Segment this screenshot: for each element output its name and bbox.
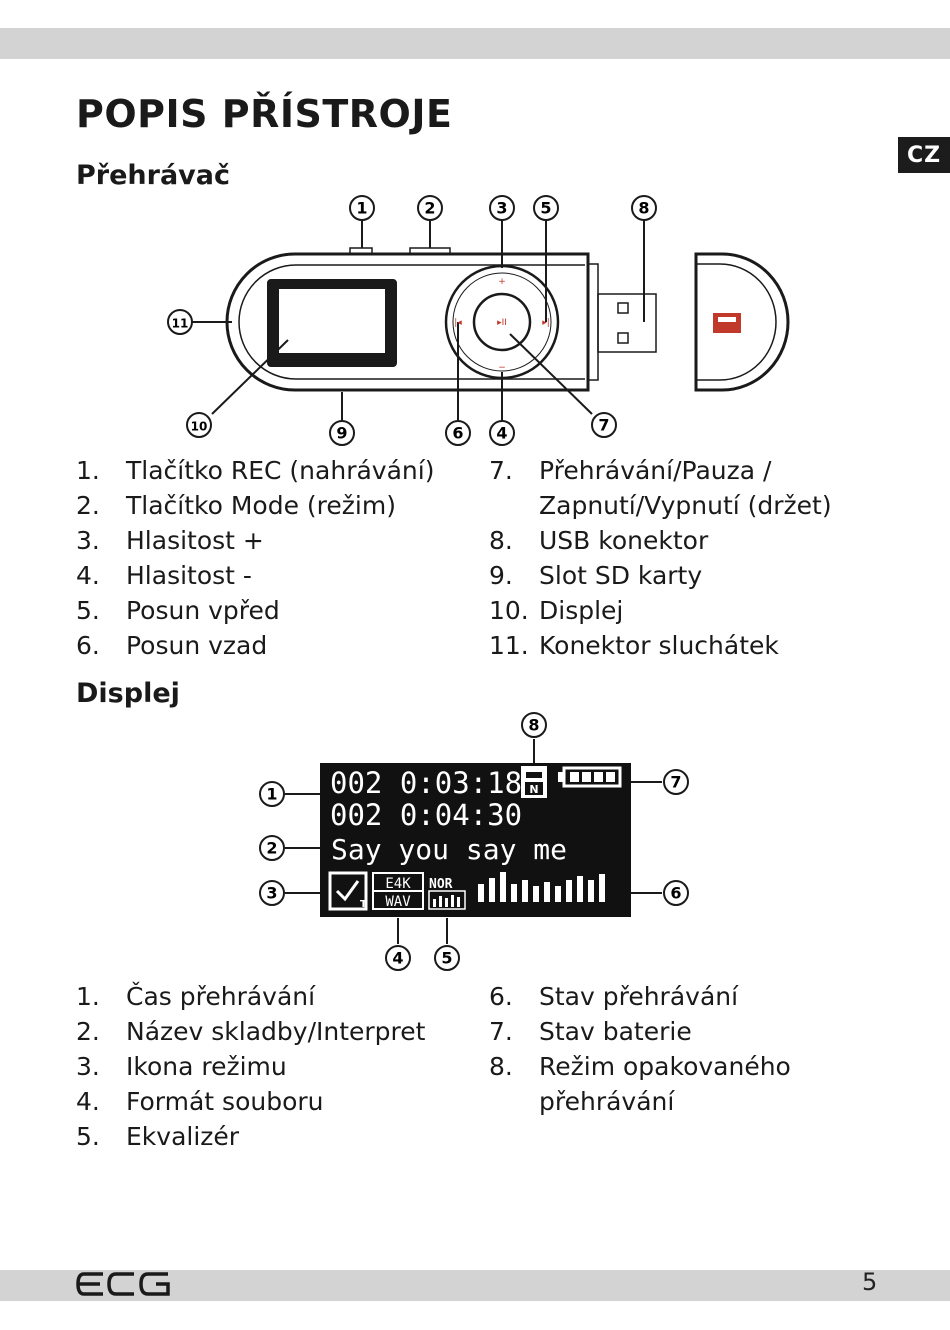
usb-cap [694, 252, 790, 392]
callout-number: 4 [496, 424, 507, 443]
svg-text:E4K: E4K [385, 876, 411, 892]
svg-text:NOR: NOR [429, 877, 453, 892]
callout-number: 2 [266, 839, 277, 858]
callout-circle [329, 420, 355, 446]
callout-number: 7 [598, 416, 609, 435]
list-item: 7.Stav baterie [489, 1017, 692, 1046]
play-pause-button [472, 292, 532, 352]
ecg-logo [76, 1272, 170, 1296]
list-item: 1.Tlačítko REC (nahrávání) [76, 456, 435, 485]
callout-circle [434, 945, 460, 971]
callout-circle [631, 195, 657, 221]
callout-number: 7 [670, 773, 681, 792]
callout-circle [489, 195, 515, 221]
list-item: 3.Ikona režimu [76, 1052, 287, 1081]
svg-text:WAV: WAV [385, 894, 411, 910]
list-item: 1.Čas přehrávání [76, 982, 316, 1011]
mode-icon: T [328, 871, 368, 911]
callout-circle [259, 781, 285, 807]
callout-number: 5 [441, 949, 452, 968]
callout-circle [349, 195, 375, 221]
callout-circle [259, 880, 285, 906]
player-body [225, 252, 590, 392]
callout-circle [489, 420, 515, 446]
callout-number: 6 [670, 884, 681, 903]
list-item: 11.Konektor sluchátek [489, 631, 779, 660]
song-title: Say you say me [331, 833, 567, 866]
equalizer-icon: NOR [428, 877, 466, 910]
elapsed-time: 002 0:03:18 [330, 766, 522, 800]
list-item: 4.Hlasitost - [76, 561, 252, 590]
player-diagram: + − |◂ ▸| ▸II 1 2 3 5 8 11 10 9 6 4 7 [167, 195, 790, 446]
list-item: 6.Stav přehrávání [489, 982, 739, 1011]
player-section-title: Přehrávač [76, 160, 230, 191]
callout-number: 10 [191, 420, 208, 434]
list-item: přehrávání [539, 1087, 675, 1116]
svg-text:▸II: ▸II [497, 318, 507, 328]
list-item: 2.Tlačítko Mode (režim) [76, 491, 396, 520]
display-diagram: 002 0:03:18 002 0:04:30 Say you say me N… [259, 712, 689, 971]
list-item: 5.Ekvalizér [76, 1122, 240, 1151]
display-list-left: 1.Čas přehrávání 2.Název skladby/Interpr… [76, 979, 425, 1154]
callout-circle [259, 835, 285, 861]
language-tab: CZ [898, 137, 950, 173]
callout-number: 1 [266, 785, 277, 804]
callout-circle [663, 880, 689, 906]
callout-number: 8 [638, 199, 649, 218]
top-bar [0, 28, 950, 59]
file-format-icon: E4K WAV [372, 872, 424, 910]
callout-circle [445, 420, 471, 446]
callout-circle [591, 412, 617, 438]
svg-text:|◂: |◂ [454, 318, 462, 328]
total-time: 002 0:04:30 [330, 798, 522, 832]
svg-text:+: + [498, 277, 506, 287]
battery-icon [558, 766, 622, 788]
callout-number: 6 [452, 424, 463, 443]
callout-number: 2 [424, 199, 435, 218]
list-item: 7.Přehrávání/Pauza / [489, 456, 772, 485]
callout-number: 11 [172, 317, 189, 331]
svg-text:−: − [498, 363, 506, 373]
list-item: 6.Posun vzad [76, 631, 268, 660]
page-number: 5 [862, 1268, 878, 1296]
callout-circle [521, 712, 547, 738]
list-item: 10.Displej [489, 596, 624, 625]
svg-text:T: T [360, 899, 367, 910]
callout-circle [167, 309, 193, 335]
callout-circle [186, 412, 212, 438]
callout-circle [417, 195, 443, 221]
callout-circle [533, 195, 559, 221]
svg-text:▸|: ▸| [542, 318, 550, 328]
list-item: 4.Formát souboru [76, 1087, 324, 1116]
list-item: 8.Režim opakovaného [489, 1052, 791, 1081]
callout-circle [663, 769, 689, 795]
list-item: Zapnutí/Vypnutí (držet) [539, 491, 832, 520]
svg-text:N: N [529, 783, 538, 796]
callout-number: 8 [528, 716, 539, 735]
page-title: POPIS PŘÍSTROJE [76, 92, 453, 136]
playback-spectrum [478, 872, 605, 902]
callout-number: 3 [496, 199, 507, 218]
repeat-mode-icon: N [521, 766, 547, 798]
player-list-right: 7.Přehrávání/Pauza / Zapnutí/Vypnutí (dr… [489, 453, 832, 663]
list-item: 8.USB konektor [489, 526, 709, 555]
display-section-title: Displej [76, 678, 180, 709]
list-item: 2.Název skladby/Interpret [76, 1017, 426, 1046]
callout-number: 3 [266, 884, 277, 903]
callout-number: 1 [356, 199, 367, 218]
callout-number: 4 [392, 949, 403, 968]
display-list-right: 6.Stav přehrávání 7.Stav baterie 8.Režim… [489, 979, 791, 1119]
list-item: 3.Hlasitost + [76, 526, 264, 555]
callout-number: 5 [540, 199, 551, 218]
callout-circle [385, 945, 411, 971]
callout-number: 9 [336, 424, 347, 443]
list-item: 5.Posun vpřed [76, 596, 280, 625]
usb-connector [597, 293, 657, 353]
list-item: 9.Slot SD karty [489, 561, 703, 590]
player-list-left: 1.Tlačítko REC (nahrávání) 2.Tlačítko Mo… [76, 453, 434, 663]
